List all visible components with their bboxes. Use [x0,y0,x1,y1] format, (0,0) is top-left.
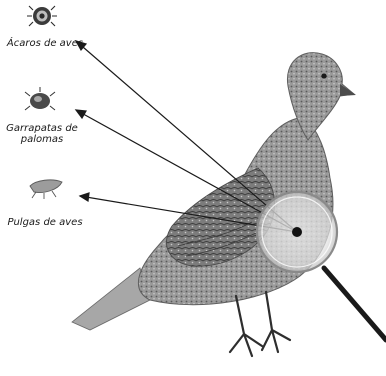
label-garrapatas-line-1: Garrapatas de [0,123,84,134]
pointer-lines [76,41,297,232]
tick-icon [25,87,55,110]
label-acaros-de-aves: Ácaros de aves [2,38,88,49]
magnifying-glass-icon [257,192,386,340]
mite-icon [27,6,57,26]
label-garrapatas-de-palomas: Garrapatas de palomas [0,123,84,145]
label-garrapatas-line-2: palomas [0,134,84,145]
flea-icon [30,180,62,199]
label-pulgas-de-aves: Pulgas de aves [2,217,88,228]
